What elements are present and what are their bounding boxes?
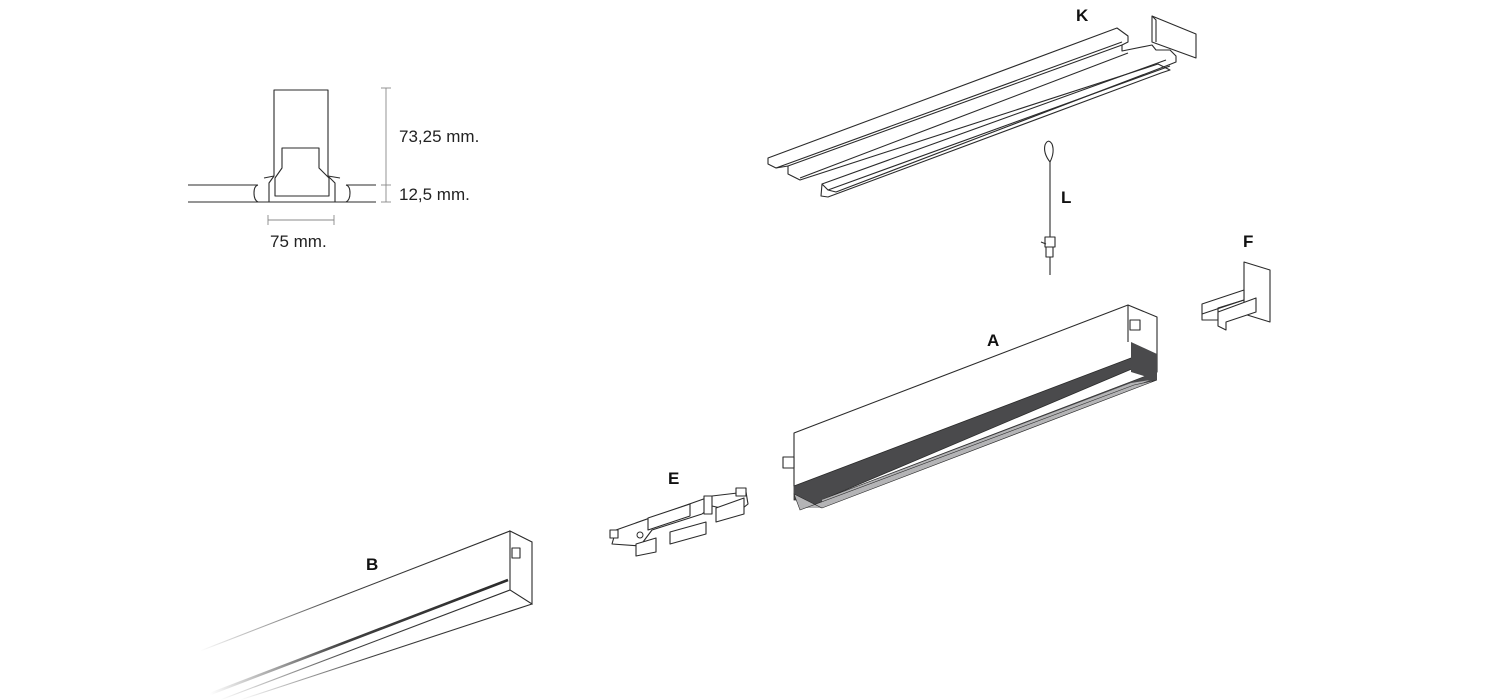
part-b-long-luminaire	[199, 530, 533, 700]
part-e-label: E	[668, 469, 679, 488]
part-f-end-cap	[1201, 261, 1271, 331]
part-e-connector	[609, 487, 749, 557]
dimension-width-label: 75 mm.	[270, 232, 327, 251]
part-l-label: L	[1061, 188, 1071, 207]
part-a-label: A	[987, 331, 999, 350]
dimension-base-height-label: 12,5 mm.	[399, 185, 470, 204]
part-k-label: K	[1076, 6, 1089, 25]
part-f-label: F	[1243, 232, 1253, 251]
part-b-label: B	[366, 555, 378, 574]
part-l-suspension-wire	[1040, 140, 1056, 275]
part-a-luminaire	[782, 304, 1158, 511]
cross-section-drawing	[188, 87, 391, 225]
dimension-height-label: 73,25 mm.	[399, 127, 479, 146]
part-k-plaster-channel	[767, 15, 1197, 198]
